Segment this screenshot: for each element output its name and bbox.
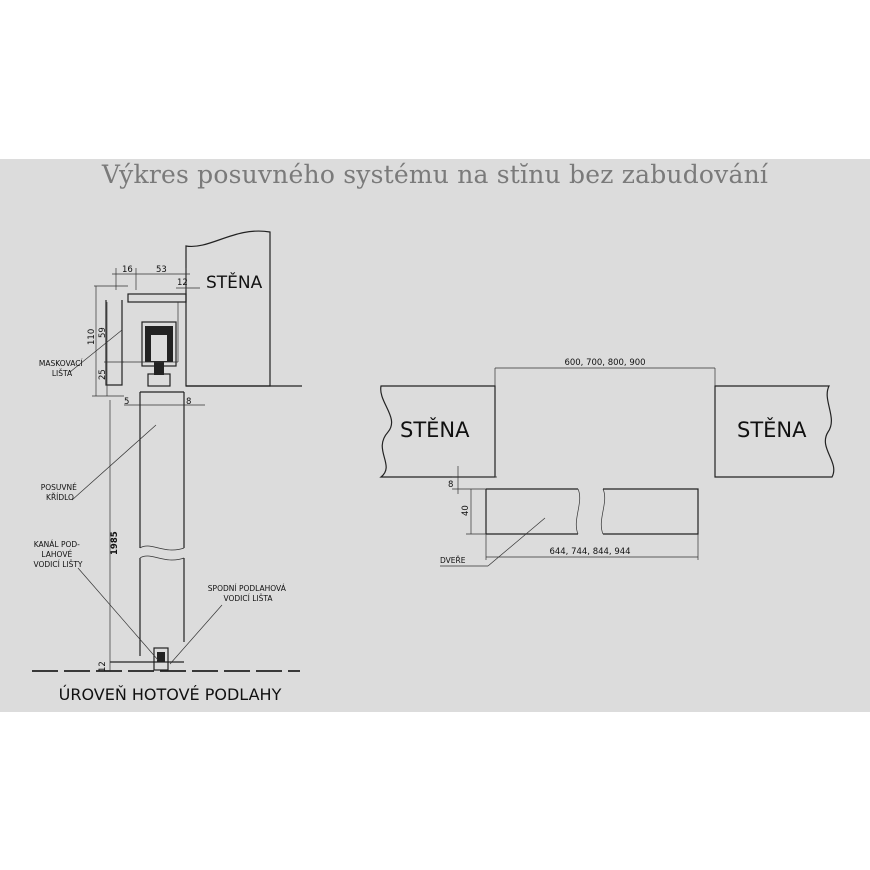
dim-8-plan: 8 [448, 480, 453, 490]
dim-12-floor: 12 [98, 661, 108, 672]
wall-left-label: STĚNA [400, 417, 470, 442]
door-widths: 644, 744, 844, 944 [549, 547, 630, 557]
wall-left [379, 385, 496, 478]
section-view: STĚNA 16 53 12 [32, 230, 302, 704]
dim-53: 53 [156, 265, 167, 275]
dim-5: 5 [124, 397, 129, 407]
dim-110: 110 [87, 329, 97, 345]
floor-label: ÚROVEŇ HOTOVÉ PODLAHY [59, 685, 282, 704]
dim-12: 12 [177, 278, 188, 288]
callout-spodni: SPODNÍ PODLAHOVÁ VODICÍ LIŠTA [208, 584, 288, 603]
wall-section [185, 230, 271, 387]
dim-1985: 1985 [110, 531, 120, 555]
dim-16: 16 [122, 265, 133, 275]
page-title: Výkres posuvného systému na stĭnu bez za… [101, 160, 769, 189]
opening-widths: 600, 700, 800, 900 [564, 358, 645, 368]
wall-label: STĚNA [206, 271, 263, 293]
plan-view: STĚNA STĚNA 600, 700, 800, 900 8 40 644,… [379, 358, 835, 567]
door-label: DVEŘE [440, 556, 466, 565]
dim-59: 59 [98, 327, 108, 338]
callout-posuvne: POSUVNÉ KŘÍDLO [41, 483, 80, 502]
callout-kanal: KANÁL POD- LAHOVÉ VODICÍ LIŠTY [33, 540, 82, 569]
callout-maskovaci: MASKOVACÍ LIŠTA [39, 359, 85, 378]
wall-right-label: STĚNA [737, 417, 807, 442]
dim-8: 8 [186, 397, 191, 407]
dim-25: 25 [98, 369, 108, 380]
dim-40: 40 [461, 505, 471, 516]
wall-right [714, 385, 835, 478]
